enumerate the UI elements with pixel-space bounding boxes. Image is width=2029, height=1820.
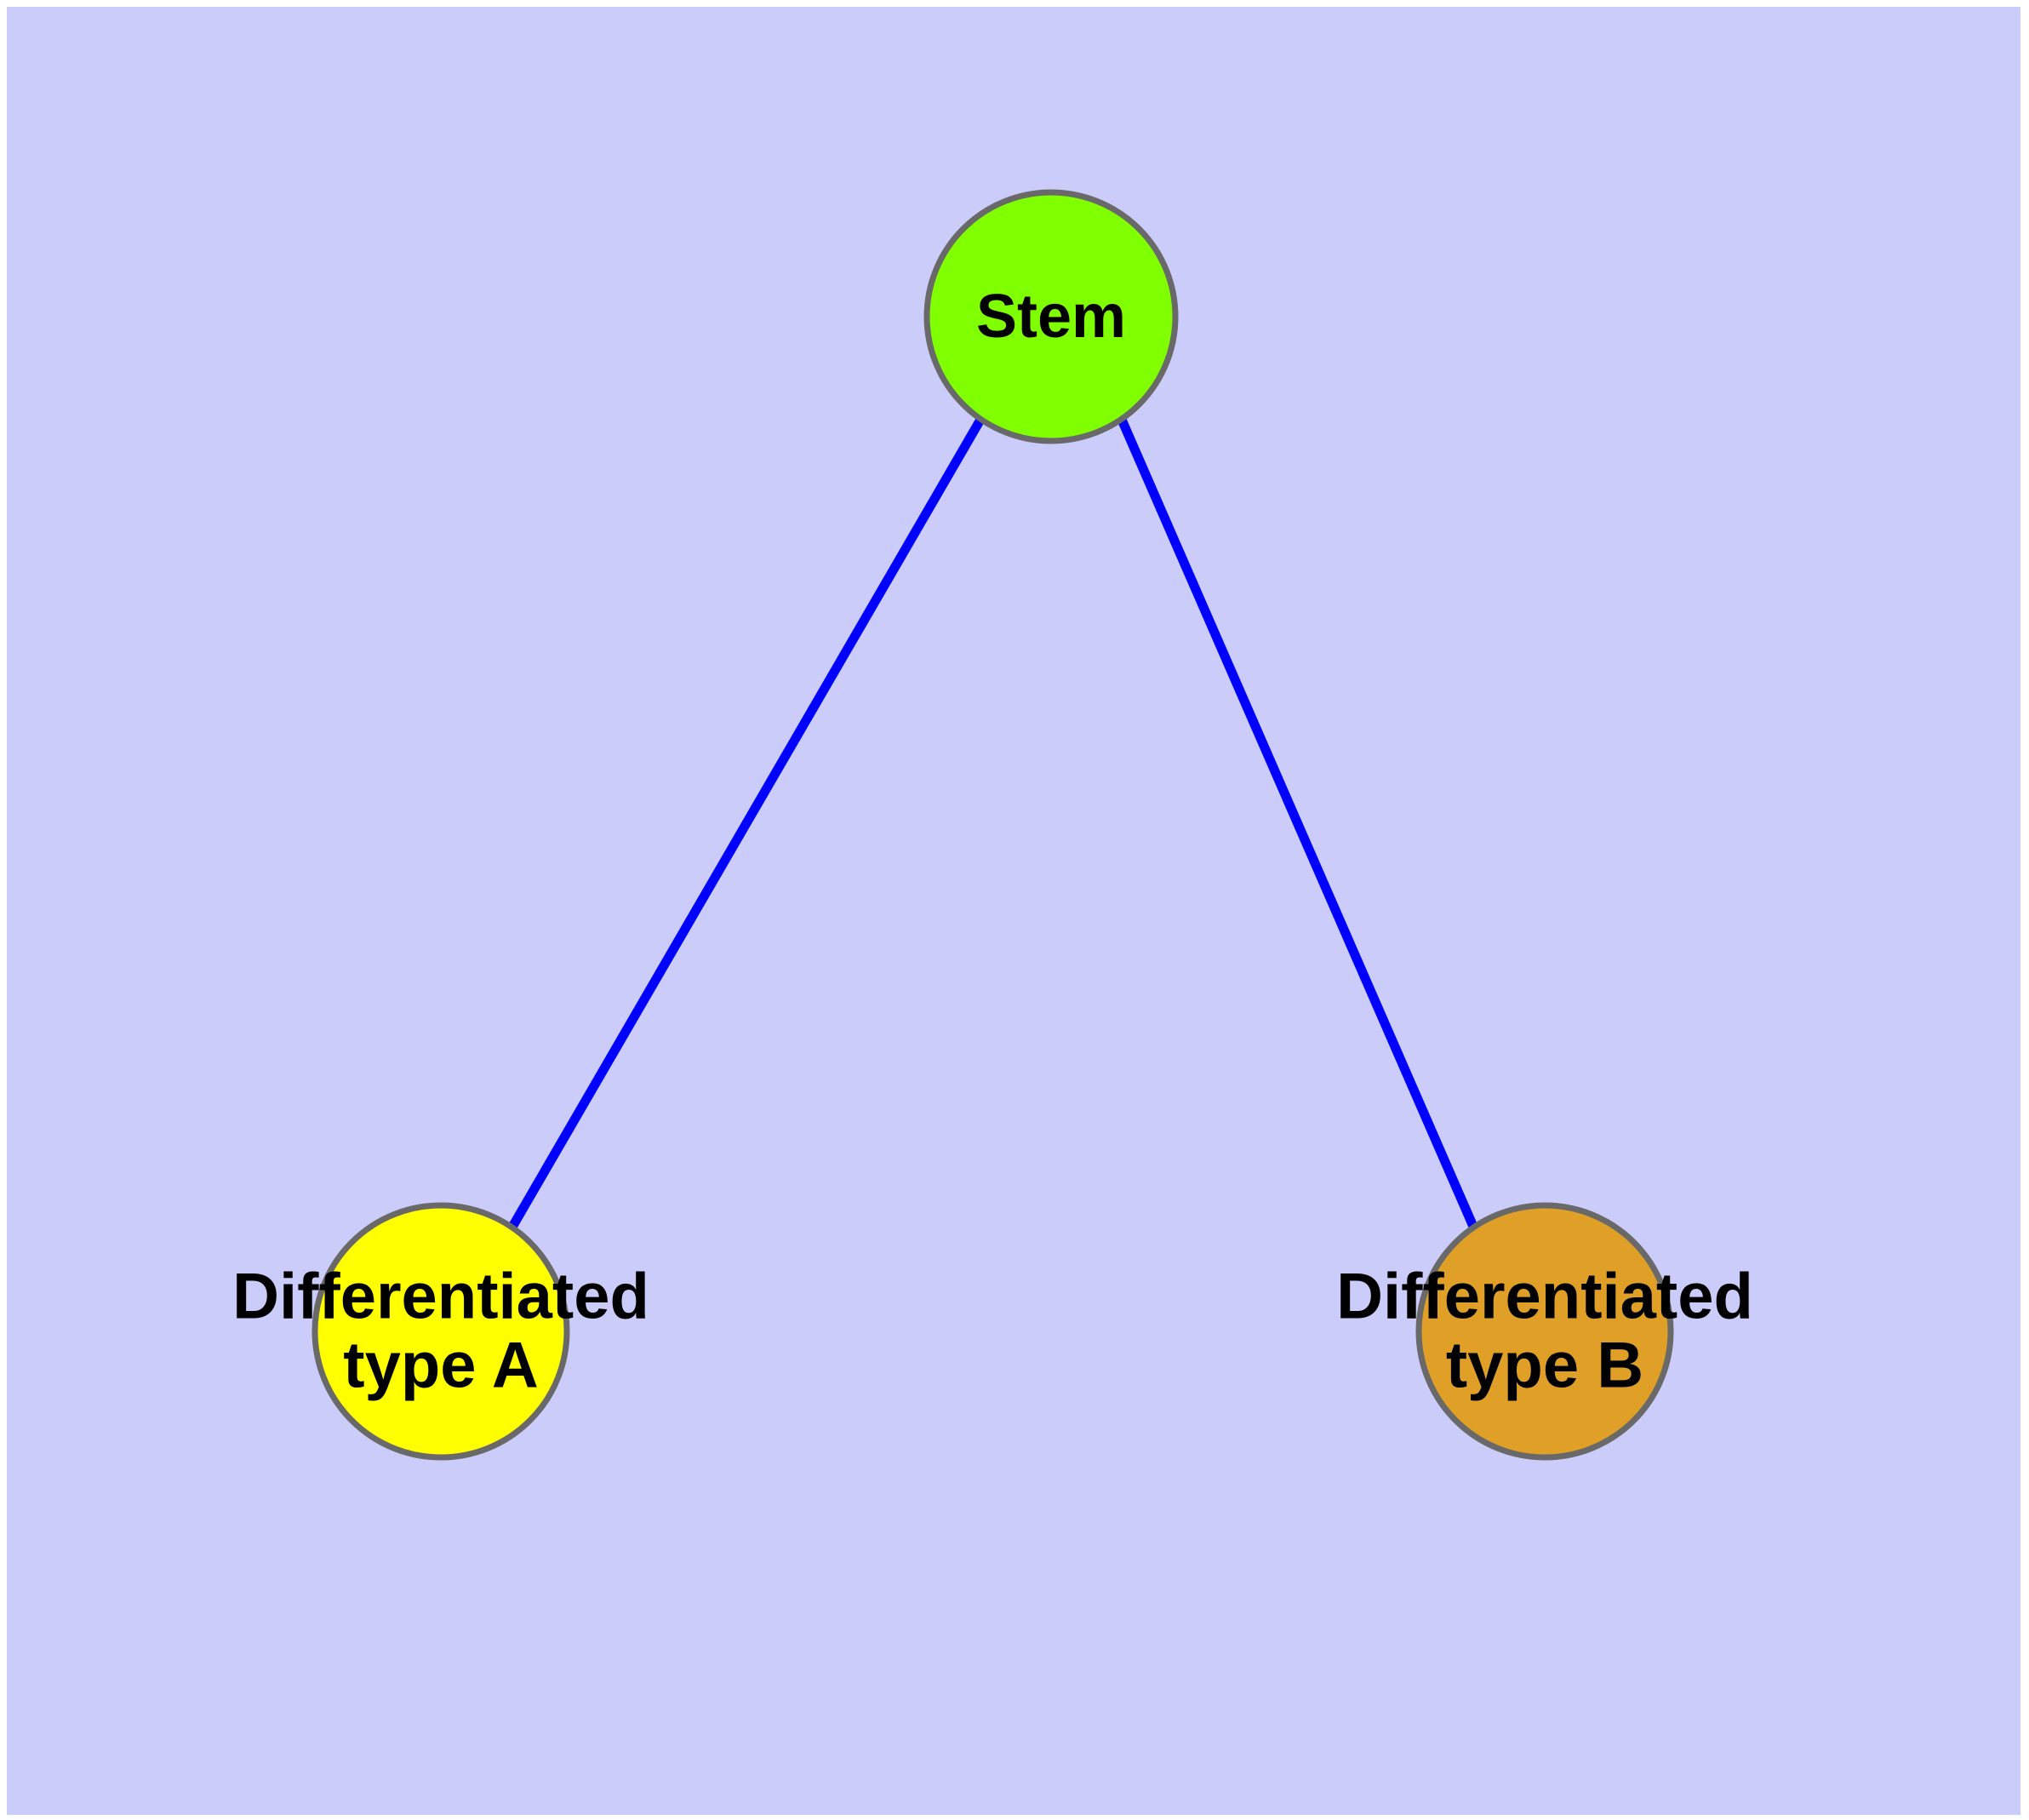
- graph-background: Stem Differentiated type A Differentiate…: [7, 7, 2020, 1815]
- graph-node-stem[interactable]: [923, 189, 1179, 444]
- nodes-layer: [311, 189, 1674, 1461]
- graph-node-diff_b[interactable]: [1415, 1202, 1674, 1461]
- graph-edge-stem-to-diff-b: [1117, 417, 1479, 1231]
- graph-node-diff_a[interactable]: [311, 1202, 570, 1461]
- graph-edge-stem-to-diff-a: [507, 417, 985, 1231]
- graph-svg: [311, 189, 1674, 1461]
- edges-layer: [507, 417, 1479, 1231]
